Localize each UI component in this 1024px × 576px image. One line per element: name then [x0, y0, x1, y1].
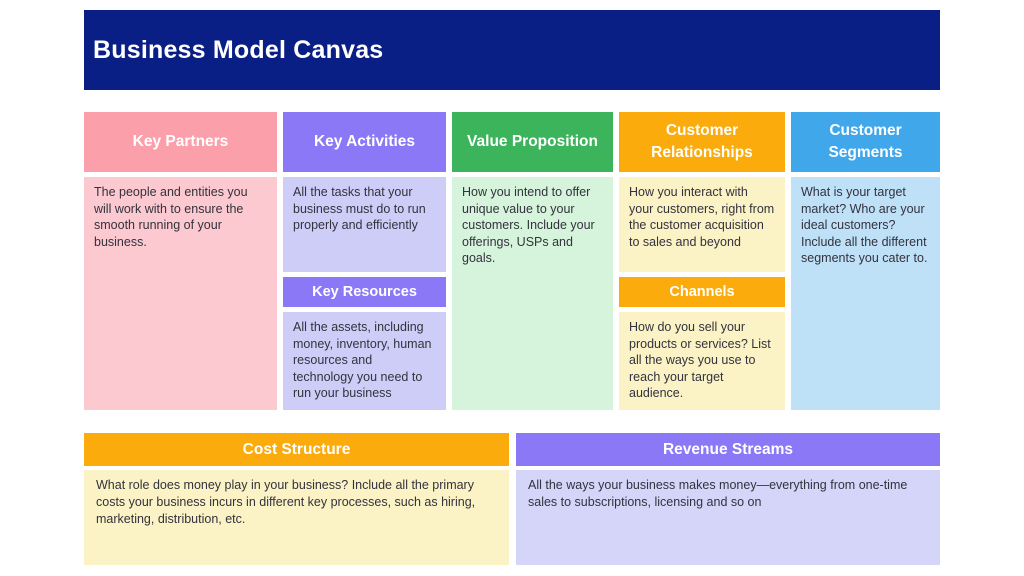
value-proposition-header: Value Proposition	[452, 112, 613, 172]
revenue-streams-header: Revenue Streams	[516, 433, 940, 466]
bottom-row: Cost Structure What role does money play…	[84, 433, 940, 565]
revenue-streams-body: All the ways your business makes money—e…	[516, 470, 940, 565]
customer-segments-body: What is your target market? Who are your…	[791, 177, 940, 410]
canvas-grid: Key Partners The people and entities you…	[84, 112, 940, 410]
cost-structure-body: What role does money play in your busine…	[84, 470, 509, 565]
key-resources-header: Key Resources	[283, 277, 446, 307]
cost-structure-header: Cost Structure	[84, 433, 509, 466]
key-partners-header: Key Partners	[84, 112, 277, 172]
customer-relationships-body: How you interact with your customers, ri…	[619, 177, 785, 272]
key-resources-body: All the assets, including money, invento…	[283, 312, 446, 410]
customer-segments-header: Customer Segments	[791, 112, 940, 172]
key-partners-body: The people and entities you will work wi…	[84, 177, 277, 410]
block-revenue-streams: Revenue Streams All the ways your busine…	[516, 433, 940, 565]
column-key-partners: Key Partners The people and entities you…	[84, 112, 277, 410]
title-bar: Business Model Canvas	[84, 10, 940, 90]
page-title: Business Model Canvas	[93, 35, 384, 64]
key-activities-body: All the tasks that your business must do…	[283, 177, 446, 272]
key-activities-header: Key Activities	[283, 112, 446, 172]
customer-relationships-header: Customer Relationships	[619, 112, 785, 172]
column-key-activities: Key Activities All the tasks that your b…	[283, 112, 446, 410]
channels-header: Channels	[619, 277, 785, 307]
value-proposition-body: How you intend to offer unique value to …	[452, 177, 613, 410]
column-customer-segments: Customer Segments What is your target ma…	[791, 112, 940, 410]
block-cost-structure: Cost Structure What role does money play…	[84, 433, 509, 565]
channels-body: How do you sell your products or service…	[619, 312, 785, 410]
column-value-proposition: Value Proposition How you intend to offe…	[452, 112, 613, 410]
column-customer-relationships: Customer Relationships How you interact …	[619, 112, 785, 410]
